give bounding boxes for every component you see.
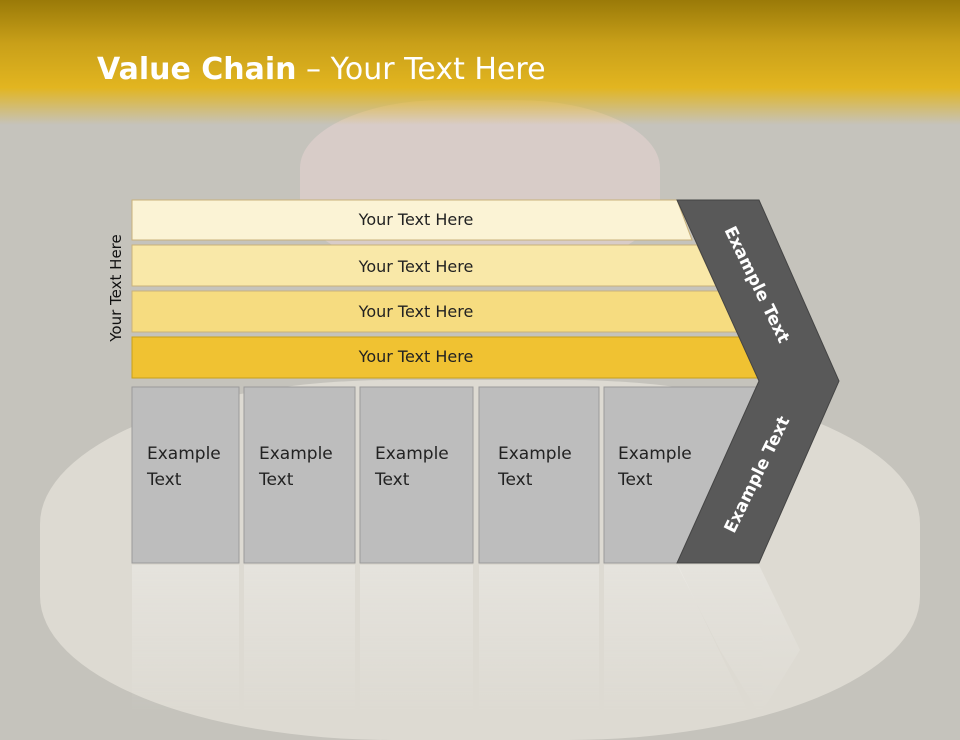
bar-label-3: Your Text Here <box>358 302 474 321</box>
bar-label-4: Your Text Here <box>358 347 474 366</box>
box-4-line1: Example <box>498 444 572 464</box>
box-5-line2: Text <box>617 470 653 490</box>
reflection-box-4 <box>479 565 599 715</box>
bar-1 <box>131 199 693 241</box>
boxes-group: Example Text Example Text Example Text E… <box>131 386 760 564</box>
reflection-box-3 <box>360 565 473 715</box>
bars-group: Your Text Here Your Text Here Your Text … <box>131 199 764 379</box>
title-bar <box>0 0 960 125</box>
bar-label-1: Your Text Here <box>358 210 474 229</box>
box-1-line2: Text <box>146 470 182 490</box>
reflection-box-1 <box>132 565 239 715</box>
reflection-chevron <box>677 565 800 715</box>
box-4-line2: Text <box>497 470 533 490</box>
box-3-line2: Text <box>374 470 410 490</box>
box-5-line1: Example <box>618 444 692 464</box>
box-3 <box>359 386 474 564</box>
box-1-line1: Example <box>147 444 221 464</box>
reflection-box-2 <box>244 565 355 715</box>
value-chain-diagram: Your Text Here Your Text Here Your Text … <box>131 199 840 715</box>
box-4 <box>478 386 600 564</box>
title-rest: – Your Text Here <box>296 52 546 87</box>
bar-label-2: Your Text Here <box>358 257 474 276</box>
box-2-line1: Example <box>259 444 333 464</box>
chevron-arrow <box>676 199 840 564</box>
title-bold: Value Chain <box>97 52 297 87</box>
reflection <box>132 565 800 715</box>
box-2-line2: Text <box>258 470 294 490</box>
background-photo-top <box>300 100 660 270</box>
box-2 <box>243 386 356 564</box>
slide-title: Value Chain – Your Text Here <box>97 52 546 87</box>
reflection-box-5 <box>604 565 750 715</box>
box-1 <box>131 386 240 564</box>
box-3-line1: Example <box>375 444 449 464</box>
